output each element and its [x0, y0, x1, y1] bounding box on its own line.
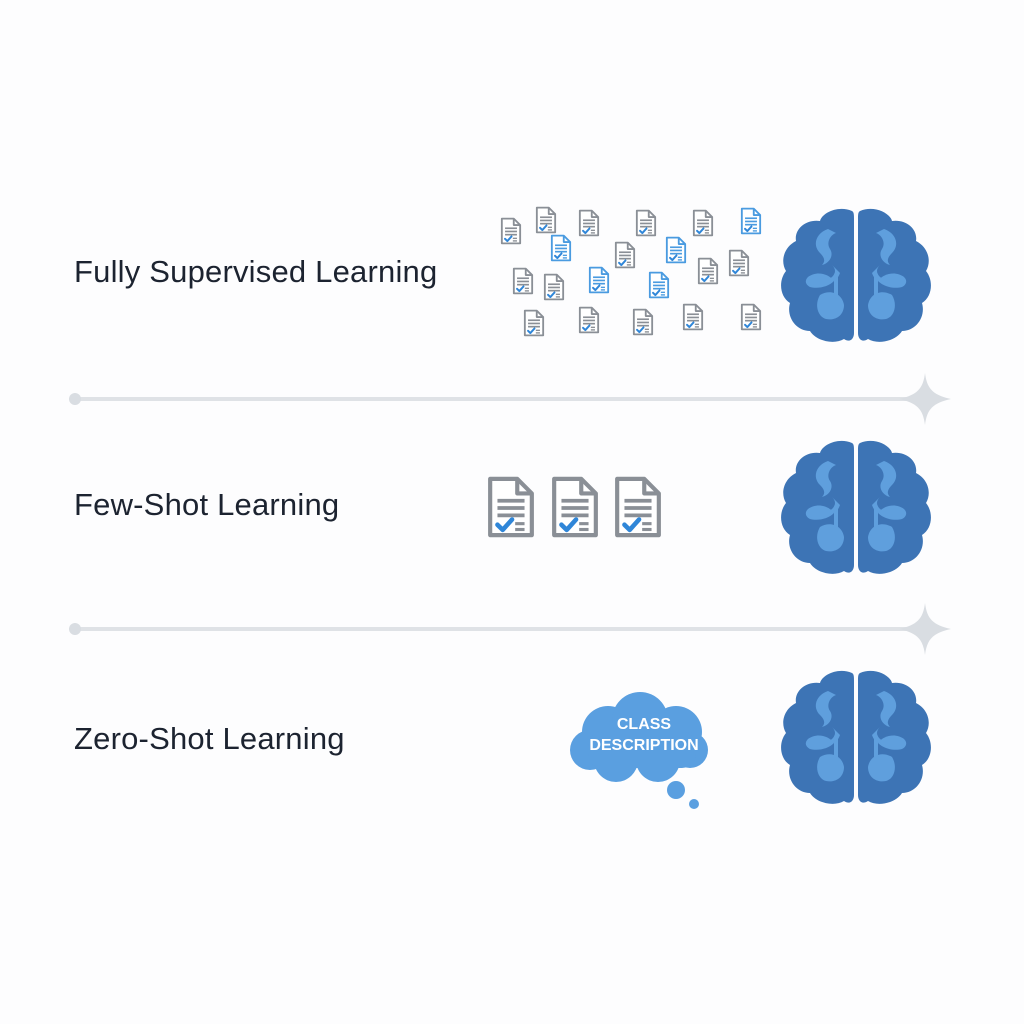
labeled-document-icon	[588, 265, 610, 295]
labeled-document-icon	[486, 472, 536, 542]
labeled-document-icon	[614, 240, 636, 270]
divider-dot	[69, 623, 81, 635]
labeled-document-icon	[740, 302, 762, 332]
labeled-document-icon	[632, 307, 654, 337]
labeled-document-icon	[550, 472, 600, 542]
row-label-fully-supervised: Fully Supervised Learning	[74, 254, 438, 289]
labeled-document-icon	[578, 208, 600, 238]
sparkle-icon	[899, 373, 951, 425]
labeled-document-icon	[535, 205, 557, 235]
thought-cloud-icon	[570, 692, 708, 809]
labeled-document-icon	[512, 266, 534, 296]
labeled-document-icon	[543, 272, 565, 302]
sparkle-icon	[899, 603, 951, 655]
brain-icon	[778, 207, 934, 345]
labeled-document-icon	[635, 208, 657, 238]
labeled-document-icon	[578, 305, 600, 335]
labeled-document-icon	[550, 233, 572, 263]
row-label-zero-shot: Zero-Shot Learning	[74, 721, 345, 756]
labeled-document-icon	[692, 208, 714, 238]
labeled-document-icon	[682, 302, 704, 332]
labeled-document-icon	[523, 308, 545, 338]
labeled-document-icon	[648, 270, 670, 300]
section-divider	[69, 397, 926, 401]
labeled-document-icon	[613, 472, 663, 542]
labeled-document-icon	[665, 235, 687, 265]
cloud-label-line1: CLASS	[616, 716, 672, 733]
cloud-label: CLASS DESCRIPTION	[568, 714, 720, 756]
divider-dot	[69, 393, 81, 405]
labeled-document-icon	[500, 216, 522, 246]
labeled-document-icon	[740, 206, 762, 236]
labeled-document-icon	[728, 248, 750, 278]
section-divider	[69, 627, 926, 631]
cloud-label-line2: DESCRIPTION	[589, 737, 699, 754]
brain-icon	[778, 669, 934, 807]
brain-icon	[778, 439, 934, 577]
row-label-few-shot: Few-Shot Learning	[74, 487, 340, 522]
labeled-document-icon	[697, 256, 719, 286]
